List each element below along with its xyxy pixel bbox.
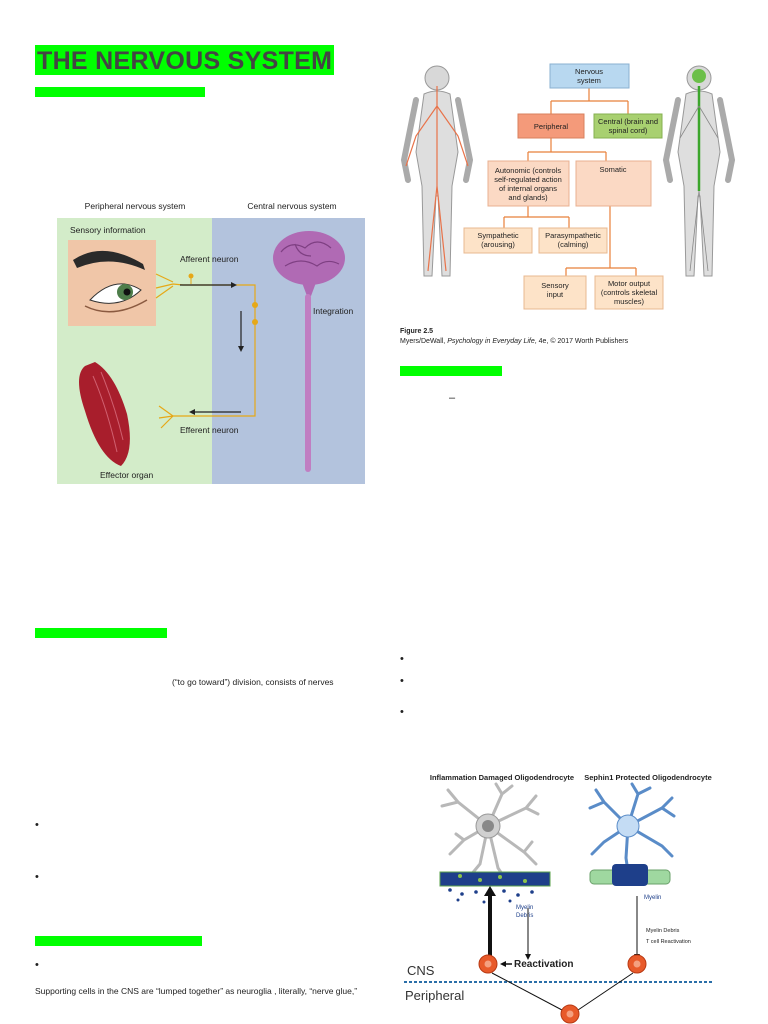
node-nervous-system [549,63,630,89]
sensory-info-label: Sensory information [70,225,146,235]
svg-text:spinal cord): spinal cord) [609,126,648,135]
neuroglia-text: Supporting cells in the CNS are “lumped … [35,986,358,996]
brain-icon [273,231,345,472]
bullet: • [400,653,404,665]
oligodendrocyte-figure: Inflammation Damaged Oligodendrocyte Sep… [404,773,712,1024]
left-panel-title: Inflammation Damaged Oligodendrocyte [430,773,574,782]
svg-text:Sensory: Sensory [541,281,569,290]
svg-text:Parasympathetic: Parasympathetic [545,231,601,240]
svg-text:(controls skeletal: (controls skeletal [601,288,658,297]
integration-label: Integration [313,306,353,316]
figure-label: Figure 2.5 [400,328,433,335]
reactivation-label: Reactivation [514,959,573,970]
highlight-bar [35,628,167,638]
body-figure-central-icon [662,65,736,277]
right-panel-title: Sephin1 Protected Oligodendrocyte [584,773,712,782]
svg-text:muscles): muscles) [614,297,645,306]
figure-citation: Myers/DeWall, Psychology in Everyday Lif… [400,337,629,345]
body-figure-peripheral-icon [400,65,474,277]
node-sensory-input [523,275,587,310]
node-autonomic [487,160,570,207]
svg-text:of internal organs: of internal organs [499,184,557,193]
myelin-debris-small-label: Myelin Debris [646,928,680,934]
svg-text:(calming): (calming) [558,240,589,249]
eye-icon [68,240,156,326]
highlight-bar [35,936,202,946]
node-sympathetic [463,227,533,254]
highlight-bar [35,87,205,97]
svg-text:Peripheral: Peripheral [534,122,569,131]
effector-label: Effector organ [100,470,154,480]
tcell-label: T cell Reactivation [646,939,691,945]
afferent-text: (“to go toward”) division, consists of n… [172,677,334,687]
peripheral-label: Peripheral [405,988,464,1003]
svg-text:self-regulated action: self-regulated action [494,175,562,184]
afferent-label: Afferent neuron [180,254,239,264]
svg-text:Motor output: Motor output [608,279,651,288]
bullet: • [400,675,404,687]
svg-text:(arousing): (arousing) [481,240,515,249]
page-title: THE NERVOUS SYSTEM [35,45,335,75]
bullet: • [400,706,404,718]
nervous-system-flowchart: Nervous system Peripheral Central (brain… [400,63,736,345]
node-central [593,113,663,139]
efferent-label: Efferent neuron [180,425,239,435]
svg-text:and glands): and glands) [508,193,548,202]
muscle-icon [79,362,130,466]
myelin-label: Myelin [644,895,661,901]
bullet: • [35,871,39,883]
pns-header: Peripheral nervous system [85,201,186,211]
node-parasympathetic [538,227,608,254]
dash-mark: – [449,392,456,404]
damaged-oligodendrocyte-icon [440,782,540,882]
protected-oligodendrocyte-icon [588,782,676,874]
svg-text:input: input [547,290,564,299]
cns-label: CNS [407,963,435,978]
bullet: • [35,819,39,831]
bullet: • [35,959,39,971]
svg-text:system: system [577,76,601,85]
svg-text:Central (brain and: Central (brain and [598,117,658,126]
svg-text:Sympathetic: Sympathetic [477,231,519,240]
svg-text:Nervous: Nervous [575,67,603,76]
myelin-debris-label: Myelin [516,905,533,911]
svg-text:Autonomic (controls: Autonomic (controls [495,166,562,175]
cns-header: Central nervous system [247,201,336,211]
nervous-system-diagram: Peripheral nervous system Central nervou… [57,201,365,484]
node-motor-output [594,275,664,310]
svg-text:Debris: Debris [516,913,533,919]
svg-text:Somatic: Somatic [599,165,626,174]
node-peripheral [517,113,585,139]
node-somatic [575,160,652,207]
highlight-bar [400,366,502,376]
